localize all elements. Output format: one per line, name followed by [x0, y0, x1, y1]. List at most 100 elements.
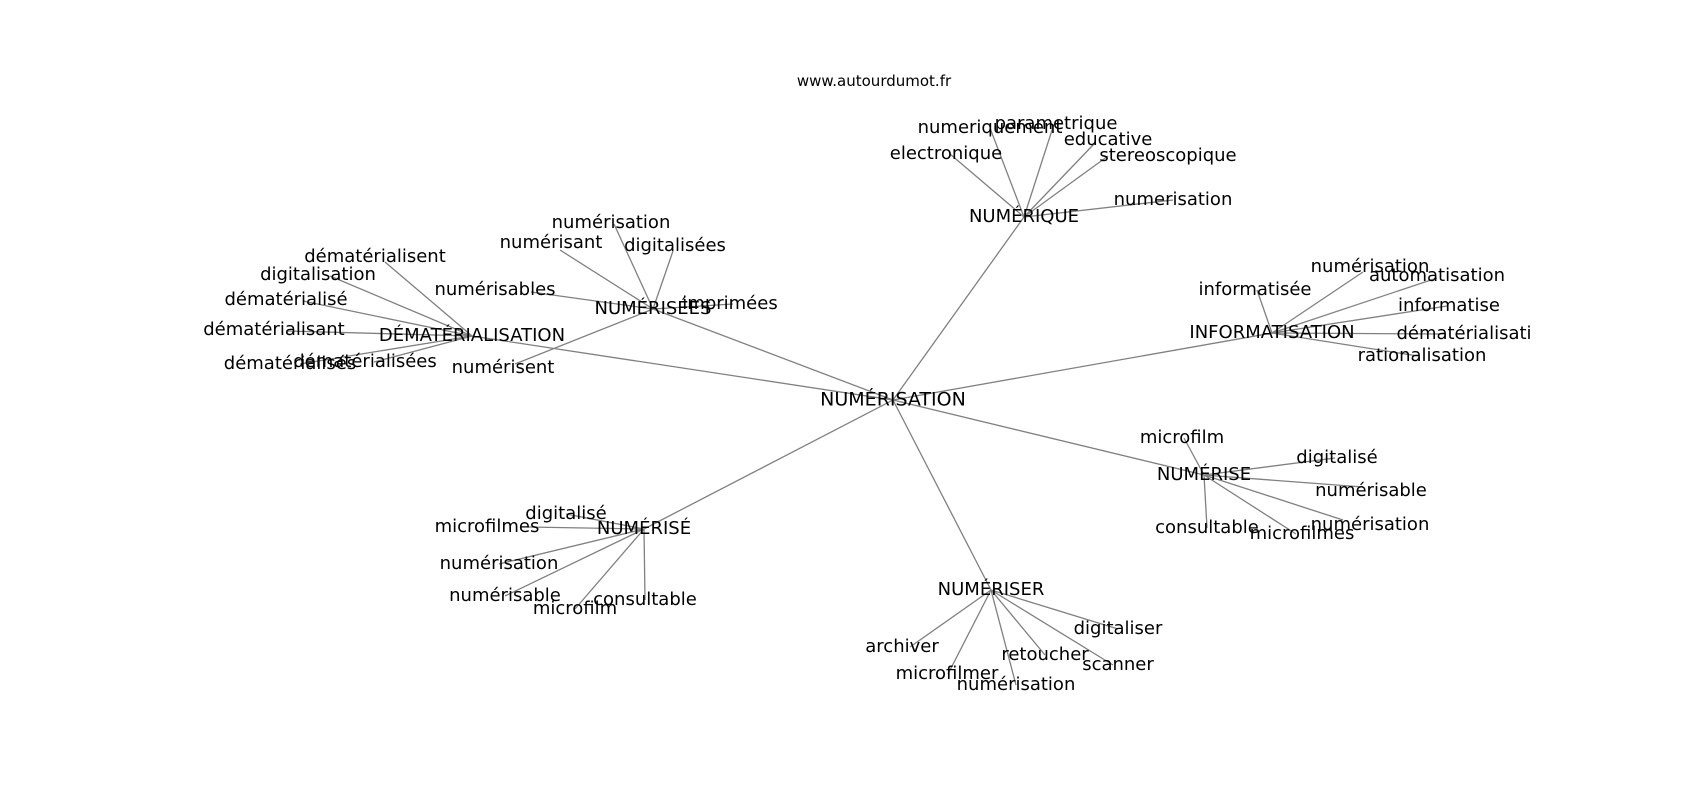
leaf-label: numérisation [1311, 256, 1430, 277]
edge-hub-3-leaf-1 [1271, 277, 1438, 334]
edge-hub-3-leaf-4 [1271, 332, 1447, 335]
edge-hub-5-leaf-0 [565, 513, 645, 530]
edge-hub-5-leaf-5 [574, 528, 645, 610]
hub-label: NUMÉRISÉES [595, 297, 712, 319]
edge-hub-1-leaf-3 [530, 291, 654, 310]
edge-hub-4-leaf-5 [1203, 474, 1297, 535]
leaf-label: numérisant [500, 232, 603, 253]
hub-label: NUMÉRISÉ [597, 517, 691, 539]
edge-hub-6-leaf-2 [990, 589, 1046, 656]
edge-hub-1-leaf-4 [652, 303, 734, 310]
edge-center-hub-5 [643, 399, 894, 530]
edge-hub-2-leaf-1 [329, 275, 473, 337]
edge-hub-3-leaf-3 [1271, 305, 1448, 334]
leaf-label: educative [1064, 129, 1153, 150]
edge-hub-1-leaf-1 [559, 249, 654, 310]
leaf-label: automatisation [1369, 265, 1505, 286]
leaf-label: consultable [593, 589, 697, 610]
edge-hub-0-leaf-1 [1023, 123, 1055, 218]
leaf-label: rationalisation [1358, 345, 1487, 366]
leaf-label: stereoscopique [1099, 145, 1236, 166]
hub-label: INFORMATISATION [1189, 322, 1354, 343]
leaf-label: digitalisé [525, 503, 606, 524]
edge-hub-2-leaf-2 [302, 300, 473, 337]
source-watermark: www.autourdumot.fr [796, 72, 952, 90]
leaf-label: archiver [865, 636, 939, 657]
leaf-label: numérisation [440, 553, 559, 574]
leaf-label: digitaliser [1074, 618, 1163, 639]
center-label: NUMÉRISATION [820, 388, 966, 411]
leaf-label: numérisable [1315, 480, 1427, 501]
edge-hub-5-leaf-3 [504, 528, 645, 597]
edge-hub-6-leaf-4 [947, 589, 992, 675]
edge-hub-0-leaf-5 [1023, 199, 1174, 218]
edge-hub-2-leaf-5 [373, 335, 473, 363]
leaf-label: dématérialisent [304, 246, 446, 267]
leaf-label: microfilmes [435, 516, 540, 537]
leaf-label: dématérialisant [203, 319, 345, 340]
edge-hub-6-leaf-3 [990, 589, 1114, 666]
edge-hub-5-leaf-4 [643, 528, 646, 601]
leaf-label: numérisable [449, 585, 561, 606]
edge-center-hub-0 [892, 216, 1025, 401]
hub-label: NUMÉRISE [1157, 463, 1251, 485]
leaf-label: microfilm [1140, 427, 1224, 448]
leaf-label: digitalisées [624, 235, 726, 256]
edge-hub-6-leaf-5 [990, 589, 1017, 686]
leaf-label: numeriquement [918, 117, 1063, 138]
edge-hub-4-leaf-0 [1183, 437, 1205, 476]
leaf-label: microfilmes [1250, 523, 1355, 544]
hub-label: DÉMATÉRIALISATION [379, 324, 565, 346]
edge-hub-4-leaf-1 [1203, 457, 1336, 476]
leaf-label: informatisée [1199, 279, 1312, 300]
leaf-label: numérisent [452, 357, 555, 378]
leaf-label: dématérialisés [224, 353, 356, 374]
edge-hub-2-leaf-3 [286, 330, 473, 337]
edge-center-hub-6 [892, 399, 992, 591]
edge-hub-0-leaf-4 [1023, 155, 1109, 218]
edge-hub-4-leaf-3 [1203, 474, 1344, 521]
leaf-label: digitalisation [260, 264, 376, 285]
edge-center-hub-3 [892, 332, 1273, 401]
leaf-label: informatise [1398, 295, 1500, 316]
edge-hub-4-leaf-2 [1203, 474, 1364, 488]
edge-center-hub-2 [471, 335, 894, 401]
leaf-label: dématérialisé [224, 289, 347, 310]
edge-center-hub-1 [652, 308, 894, 401]
edge-hub-4-leaf-4 [1203, 474, 1208, 529]
leaf-label: retoucher [1001, 644, 1089, 665]
leaf-label: numérisation [1311, 514, 1430, 535]
leaf-label: microfilm [533, 598, 617, 619]
edge-hub-3-leaf-2 [1256, 289, 1273, 334]
edge-hub-2-leaf-4 [299, 335, 473, 365]
edge-hub-2-leaf-0 [384, 261, 473, 337]
leaf-label: consultable [1155, 517, 1259, 538]
edge-hub-1-leaf-0 [613, 223, 654, 310]
leaf-label: numerisation [1114, 189, 1233, 210]
leaf-label: parametrique [995, 113, 1118, 134]
leaf-label: dématérialisati [1396, 323, 1531, 344]
leaf-label: scanner [1082, 654, 1154, 675]
leaf-label: numérisation [552, 212, 671, 233]
leaf-label: microfilmer [896, 663, 999, 684]
edge-hub-5-leaf-2 [498, 528, 645, 565]
edge-hub-3-leaf-5 [1271, 332, 1419, 357]
edge-hub-5-leaf-1 [526, 526, 645, 530]
edge-hub-3-leaf-0 [1271, 271, 1364, 334]
leaf-label: numérisation [957, 674, 1076, 695]
edge-hub-0-leaf-2 [1023, 143, 1095, 218]
leaf-label: dématérialisées [293, 351, 437, 372]
edge-hub-1-leaf-5 [514, 308, 654, 365]
leaf-label: digitalisé [1296, 447, 1377, 468]
edge-hub-6-leaf-1 [909, 589, 992, 648]
hub-label: NUMÉRIQUE [969, 205, 1079, 227]
labels-layer: numeriquementparametriqueeducativeelectr… [203, 113, 1531, 695]
hub-label: NUMÉRISER [938, 578, 1045, 600]
edges-layer [286, 123, 1448, 686]
edge-hub-6-leaf-0 [990, 589, 1119, 630]
leaf-label: numérisables [434, 279, 555, 300]
edge-hub-0-leaf-0 [989, 127, 1025, 218]
edge-hub-1-leaf-2 [652, 250, 674, 310]
edge-center-hub-4 [892, 399, 1205, 476]
